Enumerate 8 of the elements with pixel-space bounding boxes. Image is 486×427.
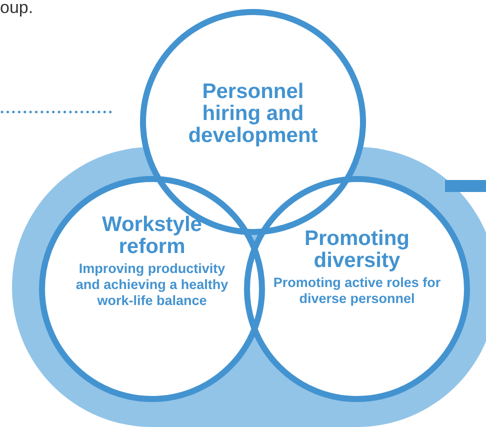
circle xyxy=(39,176,265,402)
circle-heading: Personnel hiring and development xyxy=(187,81,319,147)
circle-description: Promoting active roles for diverse personnel xyxy=(272,275,442,307)
circle xyxy=(244,176,470,402)
text-fragment: oup. xyxy=(0,0,34,18)
circle-description: Improving productivity and achieving a healthy work-life balance xyxy=(74,261,230,309)
circle-heading: Workstyle reform xyxy=(101,214,203,258)
circle-heading: Promoting diversity xyxy=(304,228,410,272)
